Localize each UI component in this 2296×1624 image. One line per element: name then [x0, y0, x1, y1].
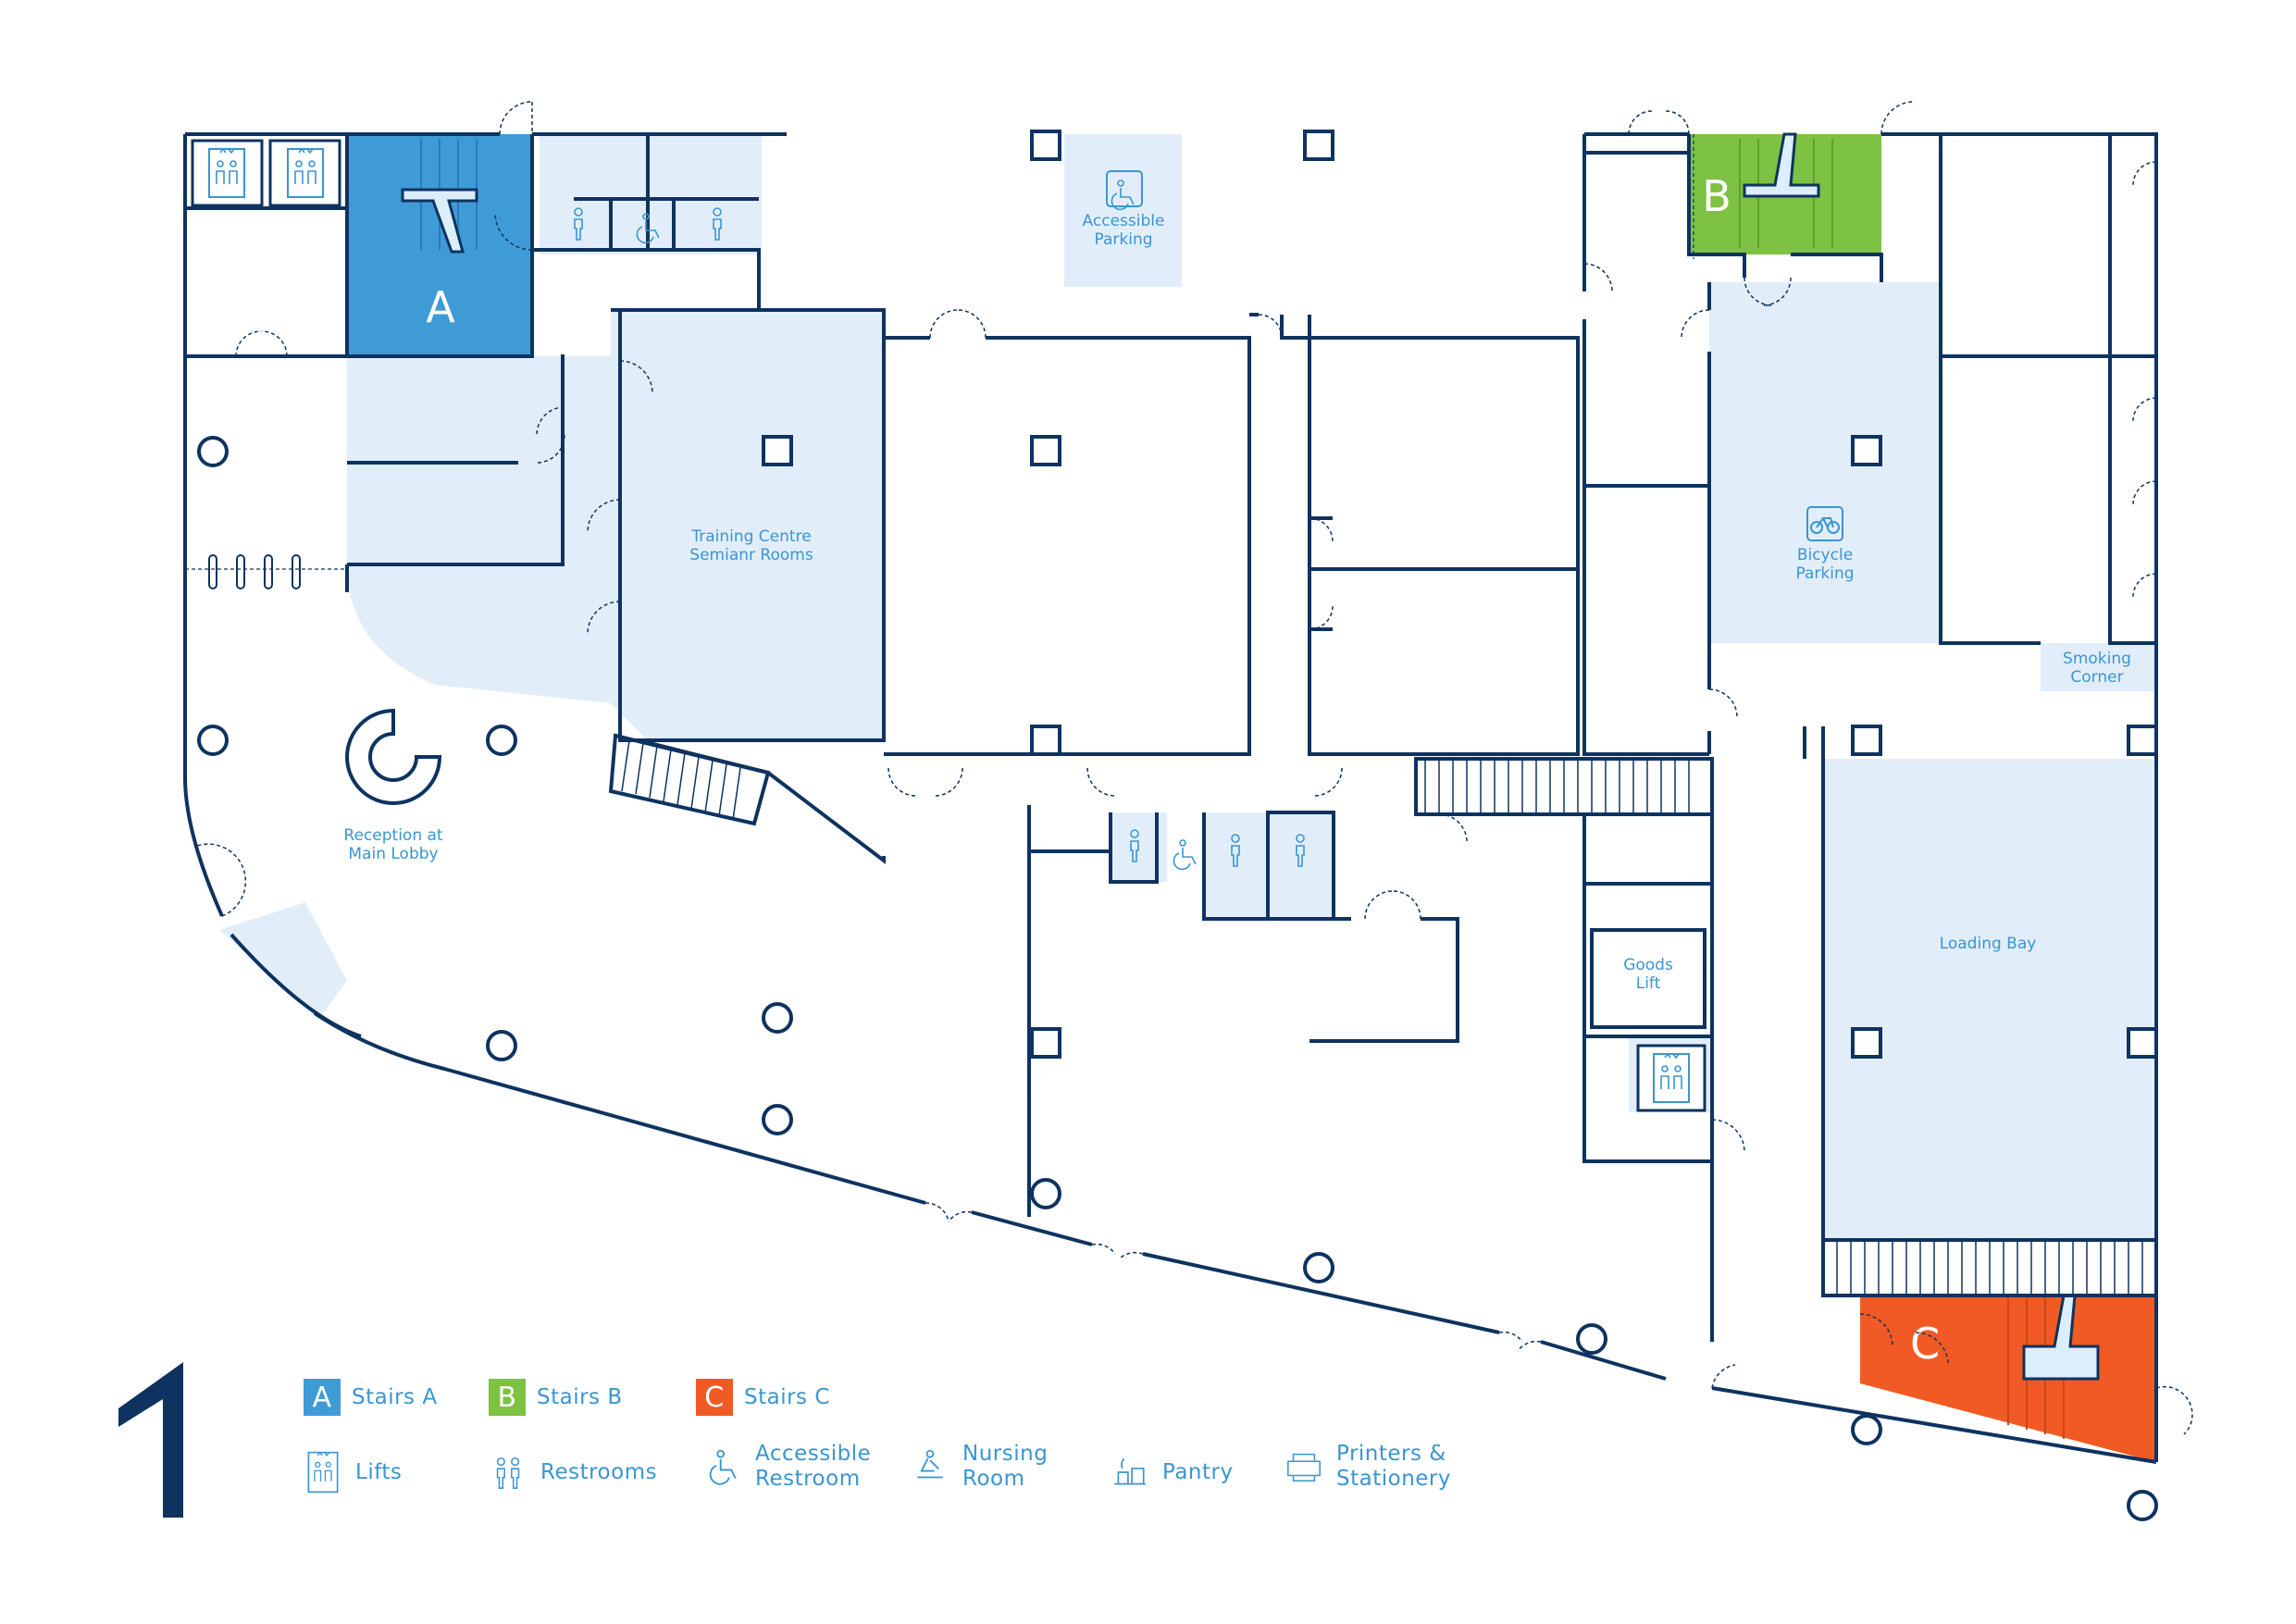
- stairs-b-letter: B: [1702, 171, 1731, 221]
- reception-desk: [345, 708, 442, 805]
- smoking-corner-label: Smoking: [2063, 650, 2131, 668]
- pantry-icon: [1114, 1457, 1146, 1485]
- training-centre-label-2: Semianr Rooms: [689, 546, 813, 564]
- floor-number-mark: 1: [118, 1353, 183, 1518]
- smoking-corner-label-2: Corner: [2070, 668, 2123, 687]
- legend-lifts-label: Lifts: [355, 1459, 403, 1484]
- accessible-parking-label: Accessible: [1083, 212, 1165, 230]
- legend-lifts: Lifts: [304, 1451, 402, 1494]
- doors: [193, 101, 2193, 1435]
- legend-pantry-label: Pantry: [1162, 1459, 1234, 1484]
- legend-stairs-c: C Stairs C: [696, 1379, 830, 1416]
- lift-shafts: [191, 139, 1706, 1112]
- reception-label-2: Main Lobby: [348, 845, 438, 863]
- legend-printers-label: Printers & Stationery: [1336, 1442, 1451, 1491]
- legend-accessible-restroom: Accessible Restroom: [703, 1442, 871, 1492]
- legend-accessible-label: Accessible Restroom: [755, 1442, 872, 1491]
- room-labels: Accessible Parking Training Centre Semia…: [343, 212, 2131, 993]
- stairs-c[interactable]: C: [1860, 1294, 2156, 1462]
- stairs-c-letter: C: [1910, 1319, 1940, 1369]
- training-centre-label: Training Centre: [690, 527, 811, 546]
- stairs-c-badge: C: [696, 1379, 733, 1416]
- bicycle-parking-label: Bicycle: [1797, 546, 1853, 564]
- goods-lift-label-2: Lift: [1636, 974, 1661, 993]
- legend-pantry: Pantry: [1111, 1451, 1234, 1494]
- legend: A Stairs A B Stairs B C Stairs C Lifts R…: [296, 1379, 1536, 1527]
- stairs-b-badge: B: [489, 1379, 526, 1416]
- legend-stairs-a: A Stairs A: [304, 1379, 438, 1416]
- legend-nursing-label: Nursing Room: [962, 1442, 1049, 1491]
- loading-bay-label: Loading Bay: [1940, 935, 2037, 953]
- walls: [183, 132, 2158, 1464]
- wheelchair-icon: [709, 1449, 737, 1485]
- legend-restrooms-label: Restrooms: [540, 1459, 658, 1484]
- legend-stairs-b: B Stairs B: [489, 1379, 623, 1416]
- legend-restrooms: Restrooms: [489, 1451, 657, 1494]
- dashed-partitions: [185, 134, 1713, 1092]
- stairs-a-letter: A: [426, 282, 455, 332]
- legend-stairs-a-label: Stairs A: [352, 1384, 438, 1409]
- accessible-parking-icon: [1106, 170, 1143, 211]
- floor-number-text: 1: [118, 1353, 119, 1354]
- stairs-b[interactable]: B: [1689, 132, 1881, 254]
- stairs-a[interactable]: A: [347, 134, 532, 356]
- accessible-parking-label-2: Parking: [1094, 230, 1152, 249]
- turnstiles: [208, 554, 301, 589]
- nursing-icon: [917, 1449, 943, 1479]
- legend-printers: Printers & Stationery: [1285, 1442, 1451, 1492]
- ramp-lines: [621, 739, 2143, 1294]
- legend-stairs-b-label: Stairs B: [537, 1384, 623, 1409]
- reception-label: Reception at: [343, 826, 442, 845]
- bicycle-parking-label-2: Parking: [1795, 564, 1854, 583]
- restroom-icon: [496, 1457, 520, 1489]
- printer-icon: [1287, 1453, 1321, 1482]
- goods-lift-label: Goods: [1623, 956, 1673, 974]
- legend-nursing-room: Nursing Room: [911, 1442, 1048, 1492]
- lift-icon: [307, 1451, 339, 1494]
- bicycle-icon: [1806, 506, 1843, 541]
- legend-stairs-c-label: Stairs C: [744, 1384, 830, 1409]
- stairs-a-badge: A: [304, 1379, 341, 1416]
